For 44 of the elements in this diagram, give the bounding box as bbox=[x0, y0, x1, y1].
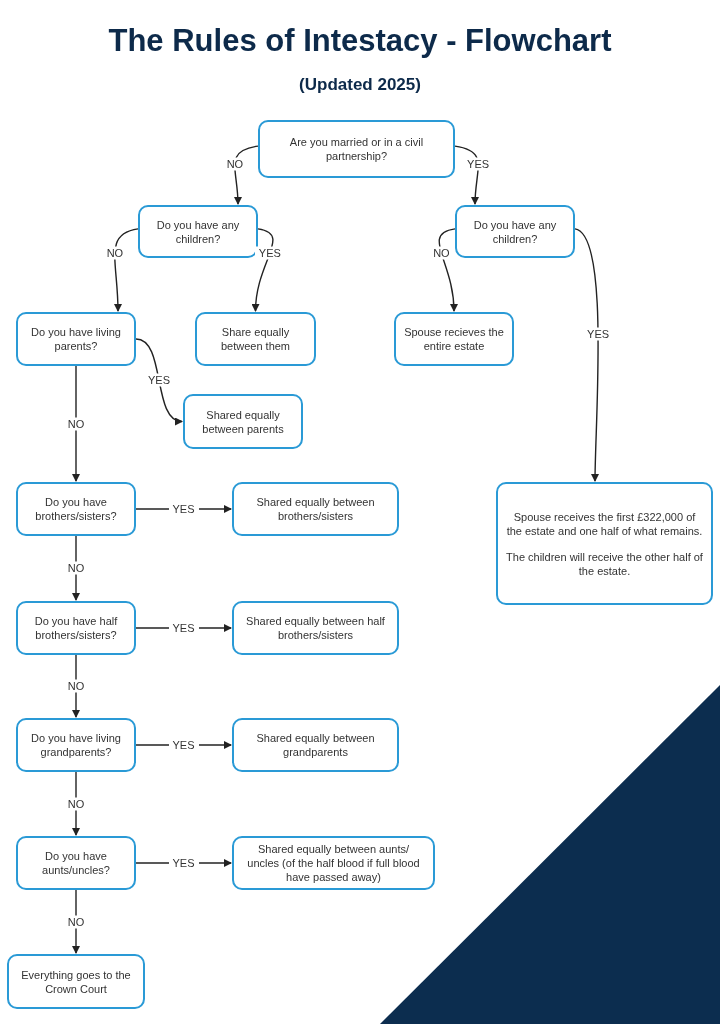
arrow bbox=[135, 338, 183, 424]
flow-box bbox=[232, 601, 399, 655]
flow-box bbox=[16, 312, 136, 366]
title: The Rules of Intestacy - Flowchart bbox=[107, 22, 613, 60]
flow-box bbox=[232, 482, 399, 536]
arrow bbox=[72, 365, 80, 482]
box-text: Do you have living grandparents? bbox=[30, 731, 122, 759]
edge-label: YES bbox=[168, 738, 199, 752]
flow-box bbox=[7, 954, 145, 1009]
box-text: The children will receive the other half of the estate. bbox=[506, 549, 703, 578]
box-text: Do you have any children? bbox=[472, 217, 558, 246]
flow-box bbox=[16, 482, 136, 536]
box-text: Do you have living parents? bbox=[30, 325, 122, 353]
flow-box bbox=[195, 312, 316, 366]
edge-label: YES bbox=[168, 502, 199, 516]
flow-box bbox=[183, 394, 303, 449]
box-text: Shared equally between grandparents bbox=[255, 731, 376, 759]
edge-label: YES bbox=[168, 621, 199, 635]
flow-box bbox=[16, 601, 136, 655]
box-text: Do you have any children? bbox=[155, 217, 241, 246]
flow-box bbox=[455, 205, 575, 258]
box-text: Spouse recieves the entire estate bbox=[404, 325, 504, 353]
box-text: Shared equally between half brothers/sisters bbox=[245, 614, 386, 642]
flow-box bbox=[232, 836, 435, 890]
flow-box bbox=[138, 205, 258, 258]
box-text: Do you have brothers/sisters? bbox=[34, 495, 118, 523]
box-text: Do you have half brothers/sisters? bbox=[33, 614, 119, 642]
edge-label: YES bbox=[168, 856, 199, 870]
flow-box bbox=[496, 482, 713, 605]
box-text: Shared equally between brothers/sisters bbox=[255, 495, 376, 523]
arrow bbox=[574, 228, 600, 482]
box-text: Do you have aunts/uncles? bbox=[41, 849, 111, 877]
box-text: Are you married or in a civil partnership? bbox=[288, 135, 425, 163]
flow-box bbox=[16, 836, 136, 890]
box-text: Everything goes to the Crown Court bbox=[20, 967, 132, 996]
subtitle: (Updated 2025) bbox=[298, 74, 422, 96]
flow-box bbox=[16, 718, 136, 772]
box-text: Share equally between them bbox=[219, 325, 292, 353]
box-text: Shared equally between aunts/ uncles (of the half blood if full blood have passed away) bbox=[246, 842, 421, 884]
flow-box bbox=[258, 120, 455, 178]
flow-box bbox=[232, 718, 399, 772]
box-text: Spouse receives the first £322,000 of the estate and one half of what remains. bbox=[506, 509, 703, 538]
flow-box bbox=[394, 312, 514, 366]
box-text: Shared equally between parents bbox=[201, 407, 285, 436]
